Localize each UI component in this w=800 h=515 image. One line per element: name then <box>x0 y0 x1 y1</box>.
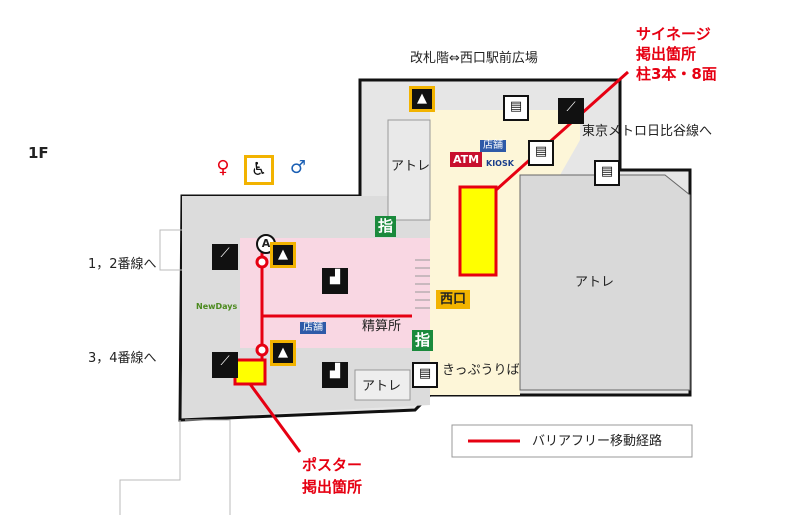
toilet-female-icon: ♀ <box>210 158 236 184</box>
poster-highlight <box>233 358 267 386</box>
yubi-sign: 指 <box>375 216 397 237</box>
escalator-icon: ⟋ <box>212 352 238 378</box>
atre-upper-label: アトレ <box>391 159 431 174</box>
signage-callout-line2: 掲出箇所 <box>636 45 697 63</box>
newdays-logo: NewDays <box>196 302 238 311</box>
atre-right-label: アトレ <box>575 275 615 290</box>
kaisatsu-label: 改札階⇔西口駅前広場 <box>410 51 538 66</box>
floor-label: 1F <box>28 144 49 162</box>
nishiguchi-label: 西口 <box>436 290 471 309</box>
poster-callout-line2: 掲出箇所 <box>302 478 363 496</box>
ticket-office-label: きっぷうりば <box>442 363 520 378</box>
barrier-free-route <box>255 250 412 368</box>
shop-badge-upper: 店舗 <box>480 140 506 152</box>
elevator-icon: ▲ <box>270 242 296 268</box>
stairs-icon: ▟ <box>322 268 348 294</box>
signage-highlight <box>458 185 498 277</box>
stairs-icon: ▟ <box>322 362 348 388</box>
atre-upper-block <box>387 119 431 221</box>
ticket-machine-icon: ▤ <box>412 362 438 388</box>
atre-bottom-label: アトレ <box>362 379 402 394</box>
kiosk-icon: KIOSK <box>486 159 514 168</box>
signage-callout-title: サイネージ <box>636 25 711 43</box>
stairs-hatch <box>415 259 430 309</box>
escalator-icon: ⟋ <box>212 244 238 270</box>
escalator-icon: ⟋ <box>558 98 584 124</box>
elevator-icon: ▲ <box>409 86 435 112</box>
atm-icon: ATM <box>450 152 483 167</box>
signage-leader-line <box>495 70 629 192</box>
signage-callout-line3: 柱3本・8面 <box>636 65 717 83</box>
wheelchair-icon: ♿ <box>244 155 274 185</box>
track-34-label: 3，4番線へ <box>88 351 157 366</box>
seisanjo-label: 精算所 <box>362 319 402 334</box>
ticket-machine-icon: ▤ <box>503 95 529 121</box>
cream-concourse <box>430 110 580 395</box>
atre-bottom-block <box>354 369 411 401</box>
poster-callout-line1: ポスター <box>302 456 363 474</box>
yubi-sign-2: 指 <box>412 330 434 351</box>
tokyo-metro-label: 東京メトロ日比谷線へ <box>582 124 713 139</box>
poster-leader-line <box>248 383 302 453</box>
atre-right-block <box>519 174 691 391</box>
track-12-label: 1，2番線へ <box>88 257 157 272</box>
shop-badge: 店舗 <box>300 322 326 334</box>
legend-label: バリアフリー移動経路 <box>532 434 663 449</box>
ticket-machine-icon: ▤ <box>528 140 554 166</box>
ticket-machine-icon: ▤ <box>594 160 620 186</box>
toilet-male-icon: ♂ <box>285 158 311 184</box>
elevator-icon: ▲ <box>270 340 296 366</box>
